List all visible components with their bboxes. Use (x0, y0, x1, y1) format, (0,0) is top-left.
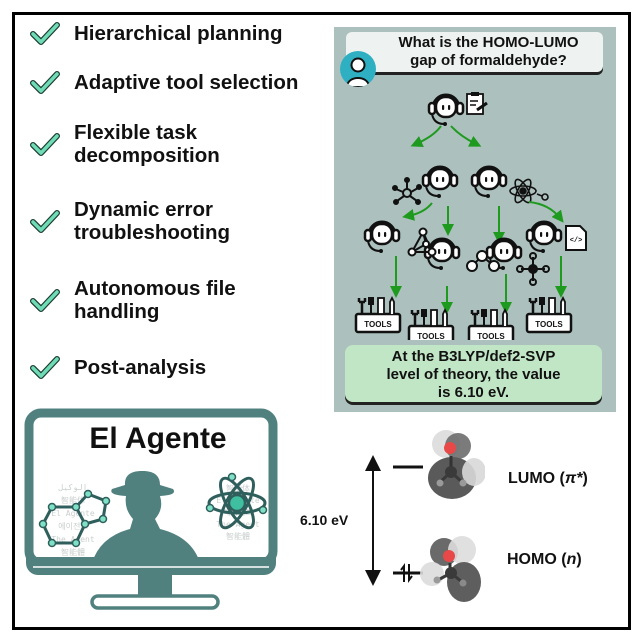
svg-text:الوكيل: الوكيل (59, 483, 88, 492)
orchestrator-agent-icon (427, 93, 465, 128)
monitor-icon: الوكيل 智能体 El Agente 에이전트 The Agent 智能體 … (24, 408, 278, 610)
feature-item: Adaptive tool selection (30, 69, 298, 95)
arrow-level2-1 (402, 202, 433, 221)
electron-pair-icon (400, 563, 413, 583)
atom-icon (205, 472, 268, 530)
feature-label-line: Adaptive tool selection (74, 70, 299, 94)
check-icon (30, 133, 60, 156)
svg-text:The Agent: The Agent (216, 520, 260, 529)
svg-text:El Agente: El Agente (51, 509, 95, 518)
feature-label-line: Dynamic error (74, 198, 214, 221)
homo-symbol: n (566, 551, 577, 568)
tools-box-2-icon (407, 308, 455, 340)
feature-label-line: Post-analysis (74, 355, 207, 379)
watermark-left: الوكيل 智能体 El Agente 에이전트 The Agent 智能體 (51, 483, 95, 557)
feature-label-line: handling (74, 300, 160, 323)
answer-bubble: At the B3LYP/def2-SVP level of theory, t… (345, 345, 602, 402)
user-avatar-icon (340, 51, 376, 87)
homo-name: HOMO (507, 551, 557, 568)
atom-small-icon (509, 178, 549, 204)
tools-box-4-icon (525, 296, 573, 334)
check-icon (30, 22, 60, 45)
sub-agent-1-icon (421, 165, 459, 200)
feature-label: Hierarchical planning (74, 22, 282, 45)
answer-line-1: At the B3LYP/def2-SVP (391, 348, 556, 365)
tools-box-3-icon (467, 308, 515, 340)
arrow-level2-4 (528, 201, 564, 223)
molecule-rings-icon (38, 489, 111, 548)
answer-line-3: is 6.10 eV. (437, 384, 510, 401)
brand-title: El Agente (89, 422, 227, 455)
lumo-symbol: π* (564, 470, 583, 487)
svg-text:The Agent: The Agent (51, 535, 95, 544)
question-line-2: gap of formaldehyde? (410, 52, 567, 69)
svg-text:智能體: 智能體 (226, 531, 250, 541)
figure-frame (12, 12, 631, 630)
feature-label: Adaptive tool selection (74, 71, 298, 94)
feature-label-line: decomposition (74, 144, 220, 167)
feature-label-line: Flexible task (74, 121, 198, 144)
lumo-name: LUMO (508, 470, 556, 487)
answer-line-2: level of theory, the value (386, 366, 561, 383)
graph-icon (407, 227, 437, 257)
question-line-1: What is the HOMO-LUMO (398, 34, 579, 51)
sub-agent-2-icon (470, 165, 508, 200)
arrow-level1-left (410, 125, 442, 148)
svg-text:에이전트: 에이전트 (58, 521, 87, 531)
lumo-orbital-icon (428, 430, 485, 499)
feature-item: Post-analysis (30, 354, 206, 380)
check-icon (30, 71, 60, 94)
molecule-icon (392, 177, 422, 205)
svg-text:</>: </> (570, 237, 583, 245)
sub-agent-6-icon (525, 220, 563, 255)
arrow-level1-right (450, 125, 482, 147)
agent-tree: TOOLS (354, 92, 587, 340)
check-icon (30, 289, 60, 312)
feature-item: Hierarchical planning (30, 20, 282, 46)
check-icon (30, 356, 60, 379)
svg-text:智能體: 智能體 (61, 547, 85, 557)
clipboard-icon (466, 92, 488, 115)
homo-label: HOMO (n) (507, 551, 582, 568)
network-icon (516, 252, 550, 286)
detective-icon (92, 471, 200, 563)
orbital-diagram (365, 430, 485, 602)
check-icon (30, 210, 60, 233)
code-file-icon: </> (565, 225, 587, 251)
feature-label: Post-analysis (74, 356, 206, 379)
feature-label-line: Hierarchical planning (74, 21, 283, 45)
question-bubble: What is the HOMO-LUMO gap of formaldehyd… (346, 32, 603, 72)
svg-text:智能体: 智能体 (61, 495, 85, 505)
feature-label-line: troubleshooting (74, 221, 231, 244)
chain-icon (466, 250, 500, 272)
feature-label-line: Autonomous file (74, 277, 236, 300)
sub-agent-3-icon (363, 220, 401, 255)
tools-box-1-icon (354, 296, 402, 334)
homo-orbital-icon (420, 536, 481, 602)
lumo-label: LUMO (π*) (508, 470, 588, 487)
energy-gap-label: 6.10 eV (300, 512, 349, 528)
